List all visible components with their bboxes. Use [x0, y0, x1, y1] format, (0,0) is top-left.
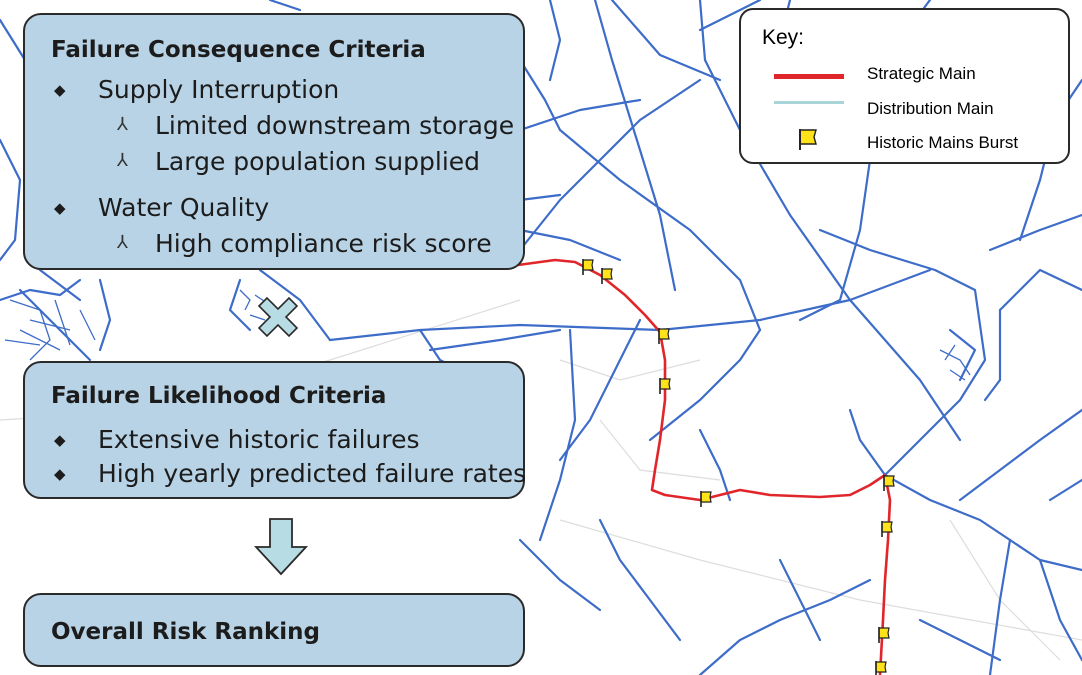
yellow-flag-icon — [582, 259, 594, 275]
legend-label-historic-mains-burst: Historic Mains Burst — [867, 133, 1019, 152]
yellow-flag-icon — [878, 627, 890, 643]
list-item: ◆ Extensive historic failures — [54, 425, 420, 454]
historic-bursts — [582, 259, 895, 675]
sub-item-label: Large population supplied — [155, 147, 481, 176]
yellow-flag-icon — [799, 129, 817, 150]
likelihood-panel-title: Failure Likelihood Criteria — [51, 383, 387, 409]
legend-label-distribution-main: Distribution Main — [867, 99, 994, 118]
diamond-bullet-icon: ◆ — [54, 199, 66, 217]
legend-title: Key: — [762, 26, 805, 49]
multiply-cross-icon — [257, 296, 299, 338]
yellow-flag-icon — [658, 328, 670, 344]
sub-list-item: ⅄ Limited downstream storage — [117, 111, 515, 140]
sub-item-label: High compliance risk score — [155, 229, 492, 258]
yellow-flag-icon — [659, 378, 671, 394]
strategic-main-swatch — [774, 74, 844, 79]
diamond-bullet-icon: ◆ — [54, 431, 66, 449]
strategic-main-line — [517, 258, 892, 675]
caret-bullet-icon: ⅄ — [117, 114, 128, 135]
yellow-flag-icon — [601, 268, 613, 284]
down-arrow-icon — [253, 518, 309, 576]
yellow-flag-icon — [875, 661, 887, 675]
list-item: ◆ Water Quality — [54, 193, 270, 222]
consequence-panel-title: Failure Consequence Criteria — [51, 37, 426, 63]
likelihood-criteria-panel: Failure Likelihood Criteria ◆ Extensive … — [23, 361, 527, 499]
list-item-label: Extensive historic failures — [98, 425, 420, 454]
sub-item-label: Limited downstream storage — [155, 111, 515, 140]
sub-list-item: ⅄ High compliance risk score — [117, 229, 492, 258]
overall-risk-ranking-panel: Overall Risk Ranking — [23, 593, 525, 667]
diamond-bullet-icon: ◆ — [54, 81, 66, 99]
sub-list-item: ⅄ Large population supplied — [117, 147, 481, 176]
distribution-main-swatch — [774, 101, 844, 104]
yellow-flag-icon — [883, 475, 895, 491]
list-item: ◆ Supply Interruption — [54, 75, 340, 104]
list-item-label: Water Quality — [98, 193, 270, 222]
yellow-flag-icon — [881, 521, 893, 537]
result-panel-title: Overall Risk Ranking — [51, 619, 320, 645]
list-item: ◆ High yearly predicted failure rates — [54, 459, 527, 488]
urban-area — [4, 289, 971, 381]
legend-label-strategic-main: Strategic Main — [867, 64, 976, 83]
caret-bullet-icon: ⅄ — [117, 150, 128, 171]
list-item-label: High yearly predicted failure rates — [98, 459, 527, 488]
list-item-label: Supply Interruption — [98, 75, 340, 104]
consequence-criteria-panel: Failure Consequence Criteria ◆ Supply In… — [23, 13, 525, 270]
map-legend: Key: Strategic Main Distribution Main Hi… — [739, 8, 1070, 164]
diamond-bullet-icon: ◆ — [54, 465, 66, 483]
caret-bullet-icon: ⅄ — [117, 232, 128, 253]
yellow-flag-icon — [700, 491, 712, 507]
